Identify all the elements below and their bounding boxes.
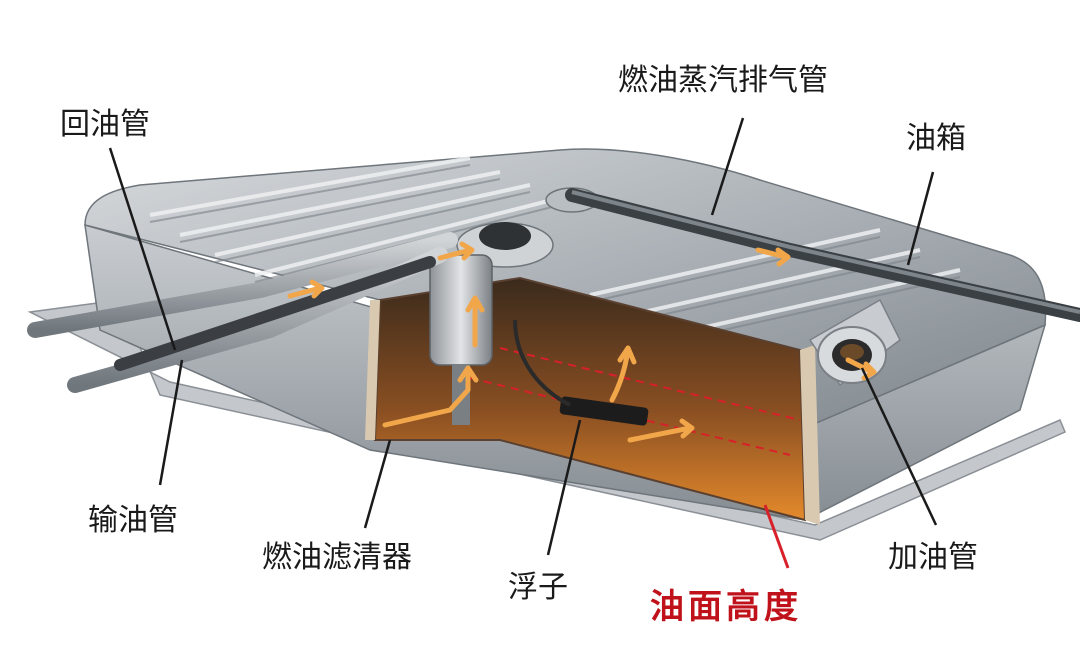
float-arm [513,319,571,407]
label-fuel-level: 油面高度 [650,587,802,627]
return-pipe [27,232,458,338]
label-fuel-filter: 燃油滤清器 [262,540,412,575]
label-fuel-tank: 油箱 [906,121,966,156]
vapor-vent-pipe [565,188,1080,322]
label-filler-pipe: 加油管 [888,540,978,575]
float-body [559,396,649,426]
fuel-level-lines [469,347,801,456]
flow-arrows [287,241,877,443]
label-float: 浮子 [508,570,568,605]
label-vapor-vent-pipe: 燃油蒸汽排气管 [618,63,828,98]
cutaway-wall [365,300,380,440]
label-supply-pipe: 输油管 [88,503,178,538]
tank-ribs [149,156,961,337]
leader-lines [108,117,938,556]
label-return-pipe: 回油管 [60,107,150,142]
fuel-level-leader [763,504,790,569]
